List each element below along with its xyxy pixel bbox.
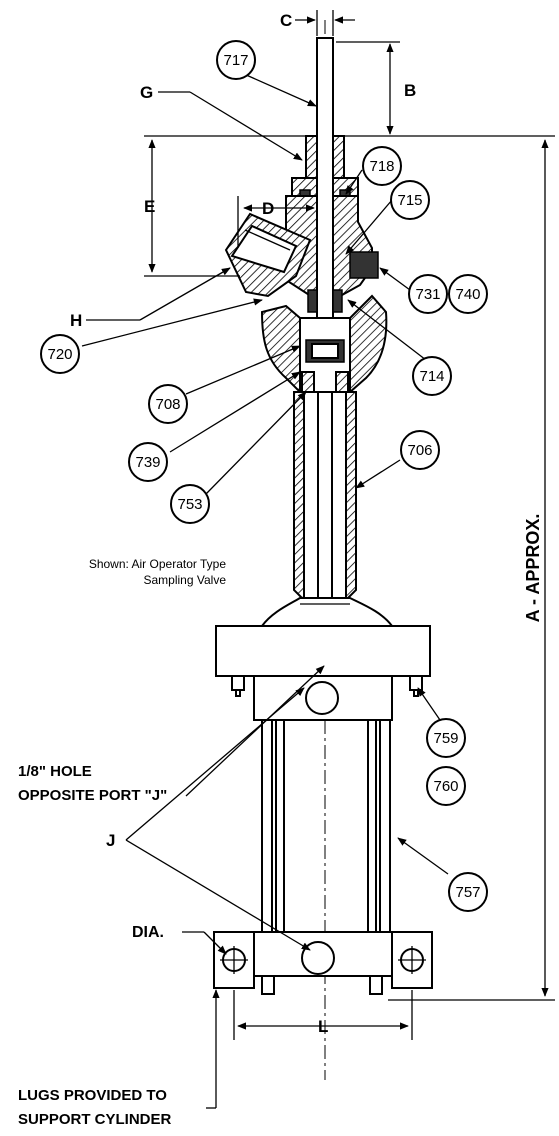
label-j: J: [106, 831, 115, 850]
callout-759: 759: [426, 718, 466, 758]
callout-739: 739: [128, 442, 168, 482]
port-j-bottom: [301, 941, 335, 975]
note-hole-line2: OPPOSITE PORT "J": [18, 787, 167, 804]
label-a-approx: A - APPROX.: [523, 514, 543, 623]
callout-753: 753: [170, 484, 210, 524]
note-lugs-line2: SUPPORT CYLINDER: [18, 1111, 172, 1128]
callout-718: 718: [362, 146, 402, 186]
callout-715-text: 715: [397, 192, 422, 209]
callout-708-text: 708: [155, 396, 180, 413]
label-b: B: [404, 81, 416, 100]
callout-715: 715: [390, 180, 430, 220]
callout-720-text: 720: [47, 346, 72, 363]
extension-tube: [293, 391, 357, 603]
callout-714: 714: [412, 356, 452, 396]
callout-714-text: 714: [419, 368, 444, 385]
callout-706-text: 706: [407, 442, 432, 459]
callout-731-text: 731: [415, 286, 440, 303]
valve-body: [260, 294, 388, 395]
callout-760: 760: [426, 766, 466, 806]
callout-740-text: 740: [455, 286, 480, 303]
label-d: D: [262, 199, 274, 218]
port-j-top: [305, 681, 339, 715]
callout-706: 706: [400, 430, 440, 470]
note-shown-line1: Shown: Air Operator Type: [89, 557, 227, 571]
callout-717: 717: [216, 40, 256, 80]
cylinder-top-cap: [215, 625, 431, 721]
callout-757-text: 757: [455, 884, 480, 901]
callout-717-text: 717: [223, 52, 248, 69]
label-g: G: [140, 83, 153, 102]
note-lugs-line1: LUGS PROVIDED TO: [18, 1087, 167, 1104]
callout-753-text: 753: [177, 496, 202, 513]
label-h: H: [70, 311, 82, 330]
note-hole-line1: 1/8" HOLE: [18, 763, 92, 780]
callout-760-text: 760: [433, 778, 458, 795]
callout-731: 731: [408, 274, 448, 314]
callout-757: 757: [448, 872, 488, 912]
dimension-lines: [144, 10, 555, 1040]
adapter-flange: [260, 597, 394, 627]
label-c: C: [280, 11, 292, 30]
callout-720: 720: [40, 334, 80, 374]
label-dia: DIA.: [132, 924, 164, 941]
callout-718-text: 718: [369, 158, 394, 175]
inlet-port: [224, 212, 312, 298]
cylinder-barrel: [261, 719, 391, 933]
callout-740: 740: [448, 274, 488, 314]
leader-lines: [81, 73, 449, 1109]
note-shown-line2: Sampling Valve: [144, 573, 227, 587]
label-l: L: [318, 1017, 328, 1036]
cylinder-bottom-cap: [213, 931, 433, 995]
label-e: E: [144, 197, 155, 216]
callout-739-text: 739: [135, 454, 160, 471]
callout-759-text: 759: [433, 730, 458, 747]
plug-731: [349, 251, 379, 279]
callout-708: 708: [148, 384, 188, 424]
